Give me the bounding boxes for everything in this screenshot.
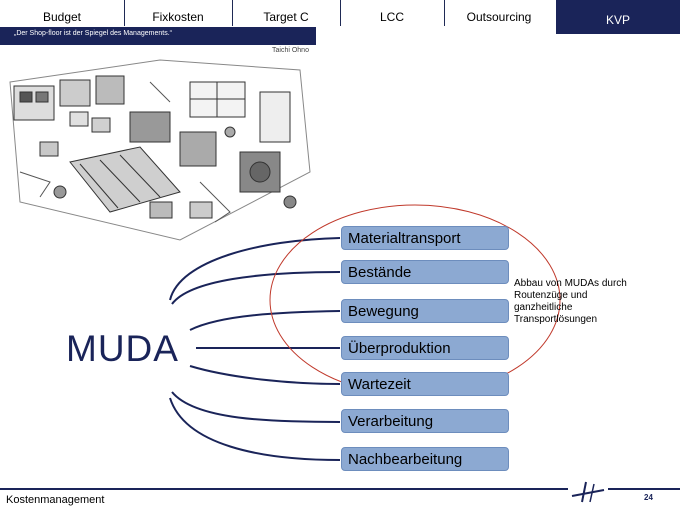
muda-label: MUDA	[66, 328, 179, 369]
shop-floor-illustration	[9, 59, 311, 241]
note-text: Abbau von MUDAs durch Routenzüge und gan…	[514, 278, 627, 325]
quote-banner: „Der Shop-floor ist der Spiegel des Mana…	[0, 27, 316, 45]
waste-nachbearbeitung: Nachbearbeitung	[341, 447, 509, 471]
waste-bestaende: Bestände	[341, 260, 509, 284]
waste-verarbeitung: Verarbeitung	[341, 409, 509, 433]
tab-fixkosten[interactable]: Fixkosten	[124, 0, 233, 26]
brand-logo-icon	[568, 480, 608, 504]
waste-bewegung: Bewegung	[341, 299, 509, 323]
tab-kvp[interactable]: KVP	[556, 0, 680, 34]
tab-outsourcing[interactable]: Outsourcing	[466, 10, 532, 24]
tab-budget[interactable]: Budget	[0, 0, 125, 26]
waste-materialtransport: Materialtransport	[341, 226, 509, 250]
tab-lcc[interactable]: LCC	[340, 0, 445, 26]
footer-label: Kostenmanagement	[6, 494, 105, 506]
page-number: 24	[644, 493, 653, 502]
tab-bar: Budget Fixkosten Target C LCC Outsourcin…	[0, 0, 680, 34]
footer-divider	[0, 488, 680, 490]
waste-ueberproduktion: Überproduktion	[341, 336, 509, 360]
tab-target-c[interactable]: Target C	[232, 0, 341, 26]
quote-credit: Taichi Ohno	[272, 47, 309, 54]
waste-wartezeit: Wartezeit	[341, 372, 509, 396]
quote-text: „Der Shop-floor ist der Spiegel des Mana…	[14, 30, 172, 37]
